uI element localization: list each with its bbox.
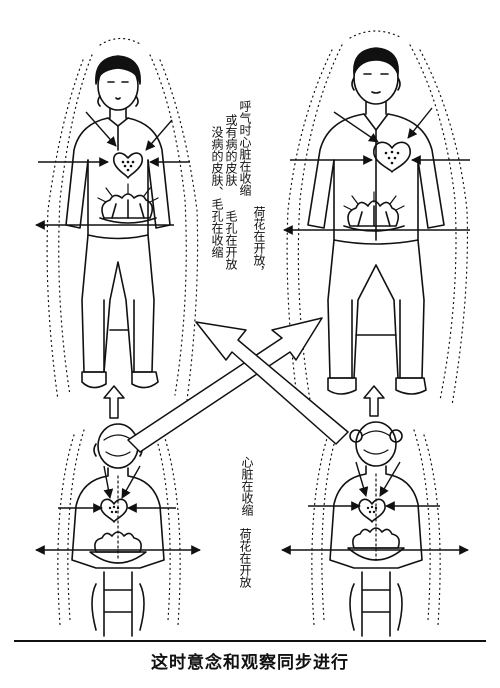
man-aura-dots: [287, 31, 467, 405]
annotation-bottom-col2: 荷花在开放: [238, 528, 251, 588]
woman-face: [98, 62, 138, 110]
annotation-bottom-col1: 心脏在收缩: [240, 456, 253, 516]
back-right-heart-icon: [359, 499, 385, 522]
annotation-top-col5: 毛孔在开放: [224, 210, 237, 270]
annotation-top-col3: 没病的皮肤、毛孔在收缩: [210, 126, 223, 258]
up-arrow-right: [364, 386, 384, 416]
annotation-top-col2: 或有病的皮肤: [224, 114, 237, 186]
woman-aura-dots: [47, 39, 197, 401]
woman-arrows: [36, 112, 190, 225]
annotation-top-col1: 呼气时心脏在收缩: [238, 100, 251, 196]
back-figure-right: [312, 422, 440, 636]
back-left-heart-icon: [101, 499, 127, 522]
up-arrow-left: [104, 386, 124, 418]
crossing-flow-arrows: [104, 318, 384, 452]
woman-seated-figure: [47, 39, 197, 401]
diagram-caption: 这时意念和观察同步进行: [0, 648, 500, 673]
annotation-top-col4: 荷花在开放，: [252, 206, 265, 278]
man-seated-figure: [287, 31, 467, 405]
woman-heart-icon: [114, 153, 143, 178]
back-right-arrows: [282, 462, 468, 550]
woman-lotus-icon: [102, 194, 152, 218]
ground-line: [14, 640, 486, 642]
man-lotus-icon: [348, 201, 398, 226]
man-heart-icon: [374, 142, 410, 172]
back-figure-left: [58, 424, 180, 636]
